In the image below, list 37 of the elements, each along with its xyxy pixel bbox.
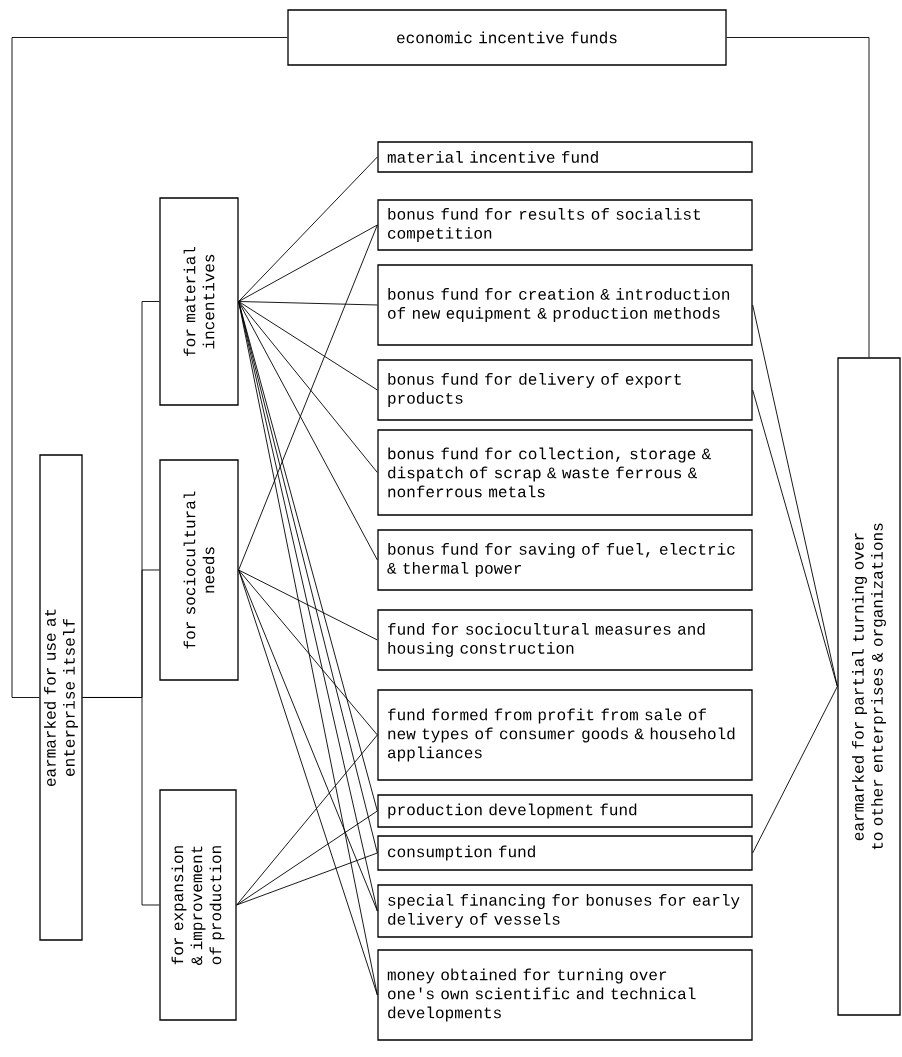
fund-box: bonus fund for creation & introduction of new equipment & production methods <box>377 264 753 346</box>
category-box: for sociocultural needs <box>159 459 239 681</box>
fund-box: bonus fund for collection, storage & dispatch of scrap & waste ferrous & nonferrous metals <box>377 429 753 516</box>
fund-box: bonus fund for saving of fuel, electric & thermal power <box>377 529 753 591</box>
connector-line <box>238 224 378 571</box>
fund-box: special financing for bonuses for early delivery of vessels <box>377 884 753 938</box>
connector-line <box>752 304 838 687</box>
fund-box: bonus fund for results of socialist competition <box>377 199 753 251</box>
connector-line <box>236 734 378 906</box>
connector-line <box>238 301 378 561</box>
category-box: for material incentives <box>159 197 239 406</box>
connector-line <box>752 389 838 687</box>
fund-box: fund formed from profit from sale of new types of consumer goods & household appliances <box>377 689 753 781</box>
connector-line <box>11 37 288 698</box>
connector-line <box>236 810 378 906</box>
group-box: earmarked for use at enterprise itself <box>39 454 83 941</box>
fund-box: production development fund <box>377 794 753 828</box>
connector-line <box>726 37 870 358</box>
connector-line <box>238 569 378 641</box>
connector-line <box>238 224 378 302</box>
fund-box: bonus fund for delivery of export products <box>377 359 753 421</box>
connector-line <box>238 301 378 391</box>
group-box: earmarked for partial turning over to other enterprises & organizations <box>837 357 901 1016</box>
connector-line <box>238 301 378 473</box>
connector-line <box>236 852 378 906</box>
connector-line <box>238 156 378 302</box>
category-box: for expansion & improvement of production <box>159 789 237 1021</box>
connector-line <box>752 686 838 854</box>
connector-line <box>238 569 378 736</box>
connector-line <box>238 569 378 996</box>
fund-box: money obtained for turning over one's own scientific and technical developments <box>377 949 753 1041</box>
connector-line <box>238 301 378 306</box>
fund-box: consumption fund <box>377 835 753 871</box>
heading-box: economic incentive funds <box>287 9 727 66</box>
fund-box: fund for sociocultural measures and housing construction <box>377 609 753 671</box>
fund-box: material incentive fund <box>377 141 753 173</box>
connector-line <box>82 697 160 906</box>
